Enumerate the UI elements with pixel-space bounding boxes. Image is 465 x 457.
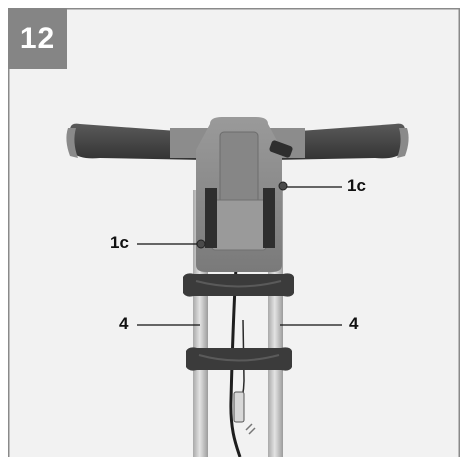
callout-4-left: 4 (119, 314, 129, 333)
step-number-badge: 12 (8, 8, 67, 69)
right-grip-end (397, 128, 409, 158)
cable-clip (245, 423, 256, 435)
left-grip-end (66, 128, 78, 158)
screw-top-right (278, 181, 288, 191)
housing-cover (211, 199, 267, 251)
housing-plate (219, 131, 259, 205)
callout-4-right: 4 (349, 314, 359, 333)
callout-1c-mid-left: 1c (110, 233, 129, 252)
panel-right-border (458, 8, 460, 457)
panel-left-border (8, 8, 10, 457)
upper-tube-bracket (183, 273, 294, 297)
left-clamp (205, 188, 217, 248)
cable-connector (233, 391, 245, 423)
switch-lever (269, 140, 293, 158)
right-clamp (263, 188, 275, 248)
lower-tube-bracket (186, 347, 292, 371)
screw-mid-left (196, 239, 206, 249)
right-grip (272, 123, 405, 160)
panel-top-border (8, 8, 460, 10)
callout-1c-top-right: 1c (347, 176, 366, 195)
